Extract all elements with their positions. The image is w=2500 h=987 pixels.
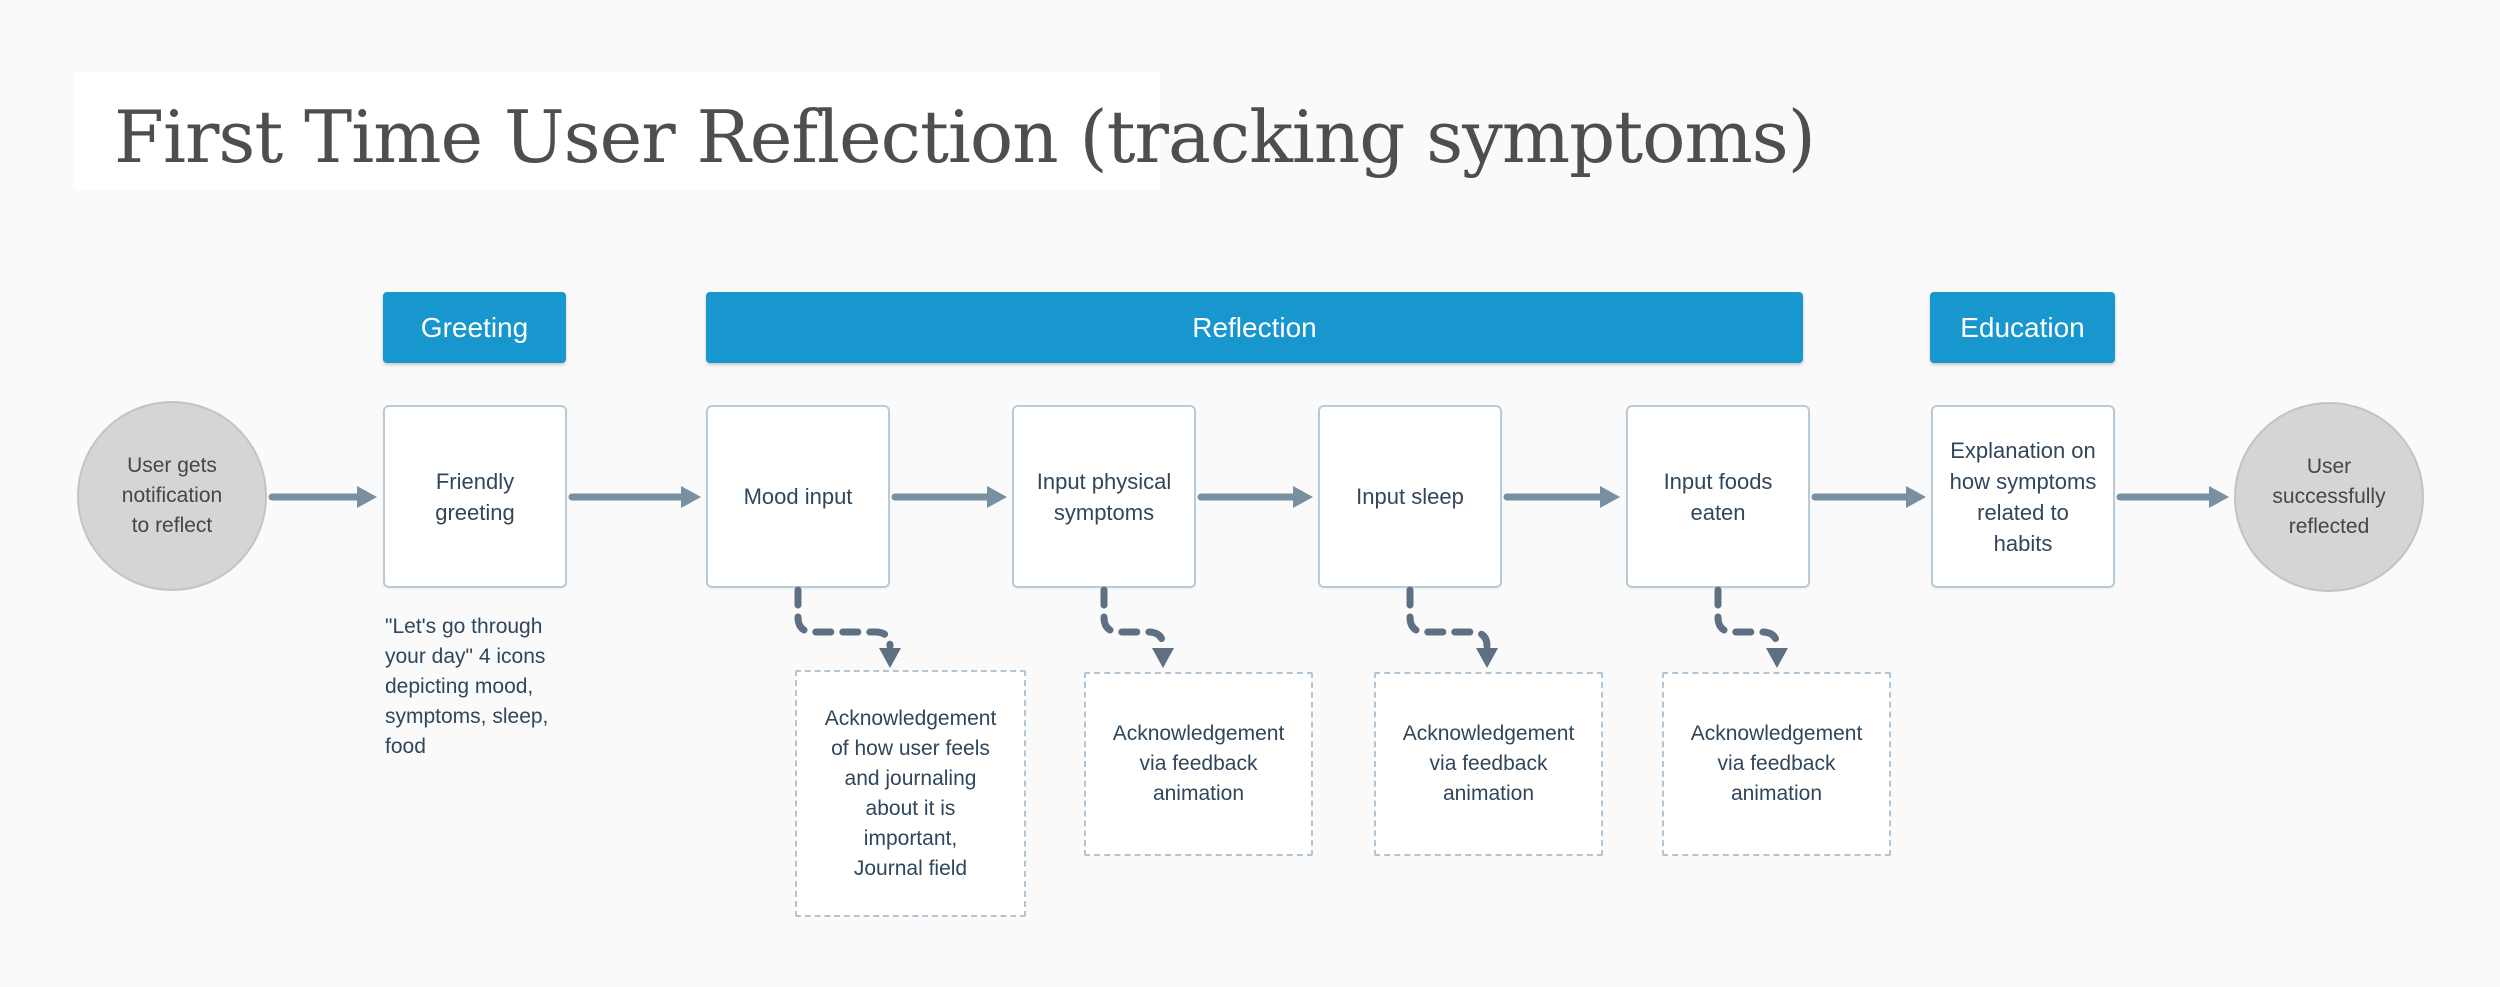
flow-arrow bbox=[1811, 486, 1926, 508]
step-mood-input: Mood input bbox=[706, 405, 890, 588]
detail-box-feedback-3: Acknowledgement via feedback animation bbox=[1662, 672, 1891, 856]
detail-box-feedback-2: Acknowledgement via feedback animation bbox=[1374, 672, 1603, 856]
step-friendly-greeting: Friendly greeting bbox=[383, 405, 567, 588]
detail-connector bbox=[1406, 586, 1498, 668]
flow-arrow bbox=[891, 486, 1007, 508]
flow-arrow bbox=[1503, 486, 1620, 508]
flow-arrow bbox=[1197, 486, 1313, 508]
flow-arrow bbox=[2116, 486, 2229, 508]
detail-connector bbox=[794, 586, 901, 668]
flow-arrow bbox=[568, 486, 701, 508]
detail-box-feedback-1: Acknowledgement via feedback animation bbox=[1084, 672, 1313, 856]
step-explanation: Explanation on how symptoms related to h… bbox=[1931, 405, 2115, 588]
step-input-sleep: Input sleep bbox=[1318, 405, 1502, 588]
detail-box-journal: Acknowledgement of how user feels and jo… bbox=[795, 670, 1026, 917]
stage-bar-greeting: Greeting bbox=[383, 292, 566, 363]
greeting-note: "Let's go through your day" 4 icons depi… bbox=[385, 615, 549, 758]
page-title: First Time User Reflection (tracking sym… bbox=[114, 95, 1816, 179]
detail-connector bbox=[1714, 586, 1788, 668]
flow-arrow bbox=[268, 486, 377, 508]
end-node: User successfully reflected bbox=[2234, 402, 2424, 592]
stage-bar-reflection: Reflection bbox=[706, 292, 1803, 363]
stage-bar-education: Education bbox=[1930, 292, 2115, 363]
start-node: User gets notification to reflect bbox=[77, 401, 267, 591]
step-physical-symptoms: Input physical symptoms bbox=[1012, 405, 1196, 588]
detail-connector bbox=[1100, 586, 1174, 668]
step-input-foods: Input foods eaten bbox=[1626, 405, 1810, 588]
title-background-band bbox=[75, 72, 1160, 190]
